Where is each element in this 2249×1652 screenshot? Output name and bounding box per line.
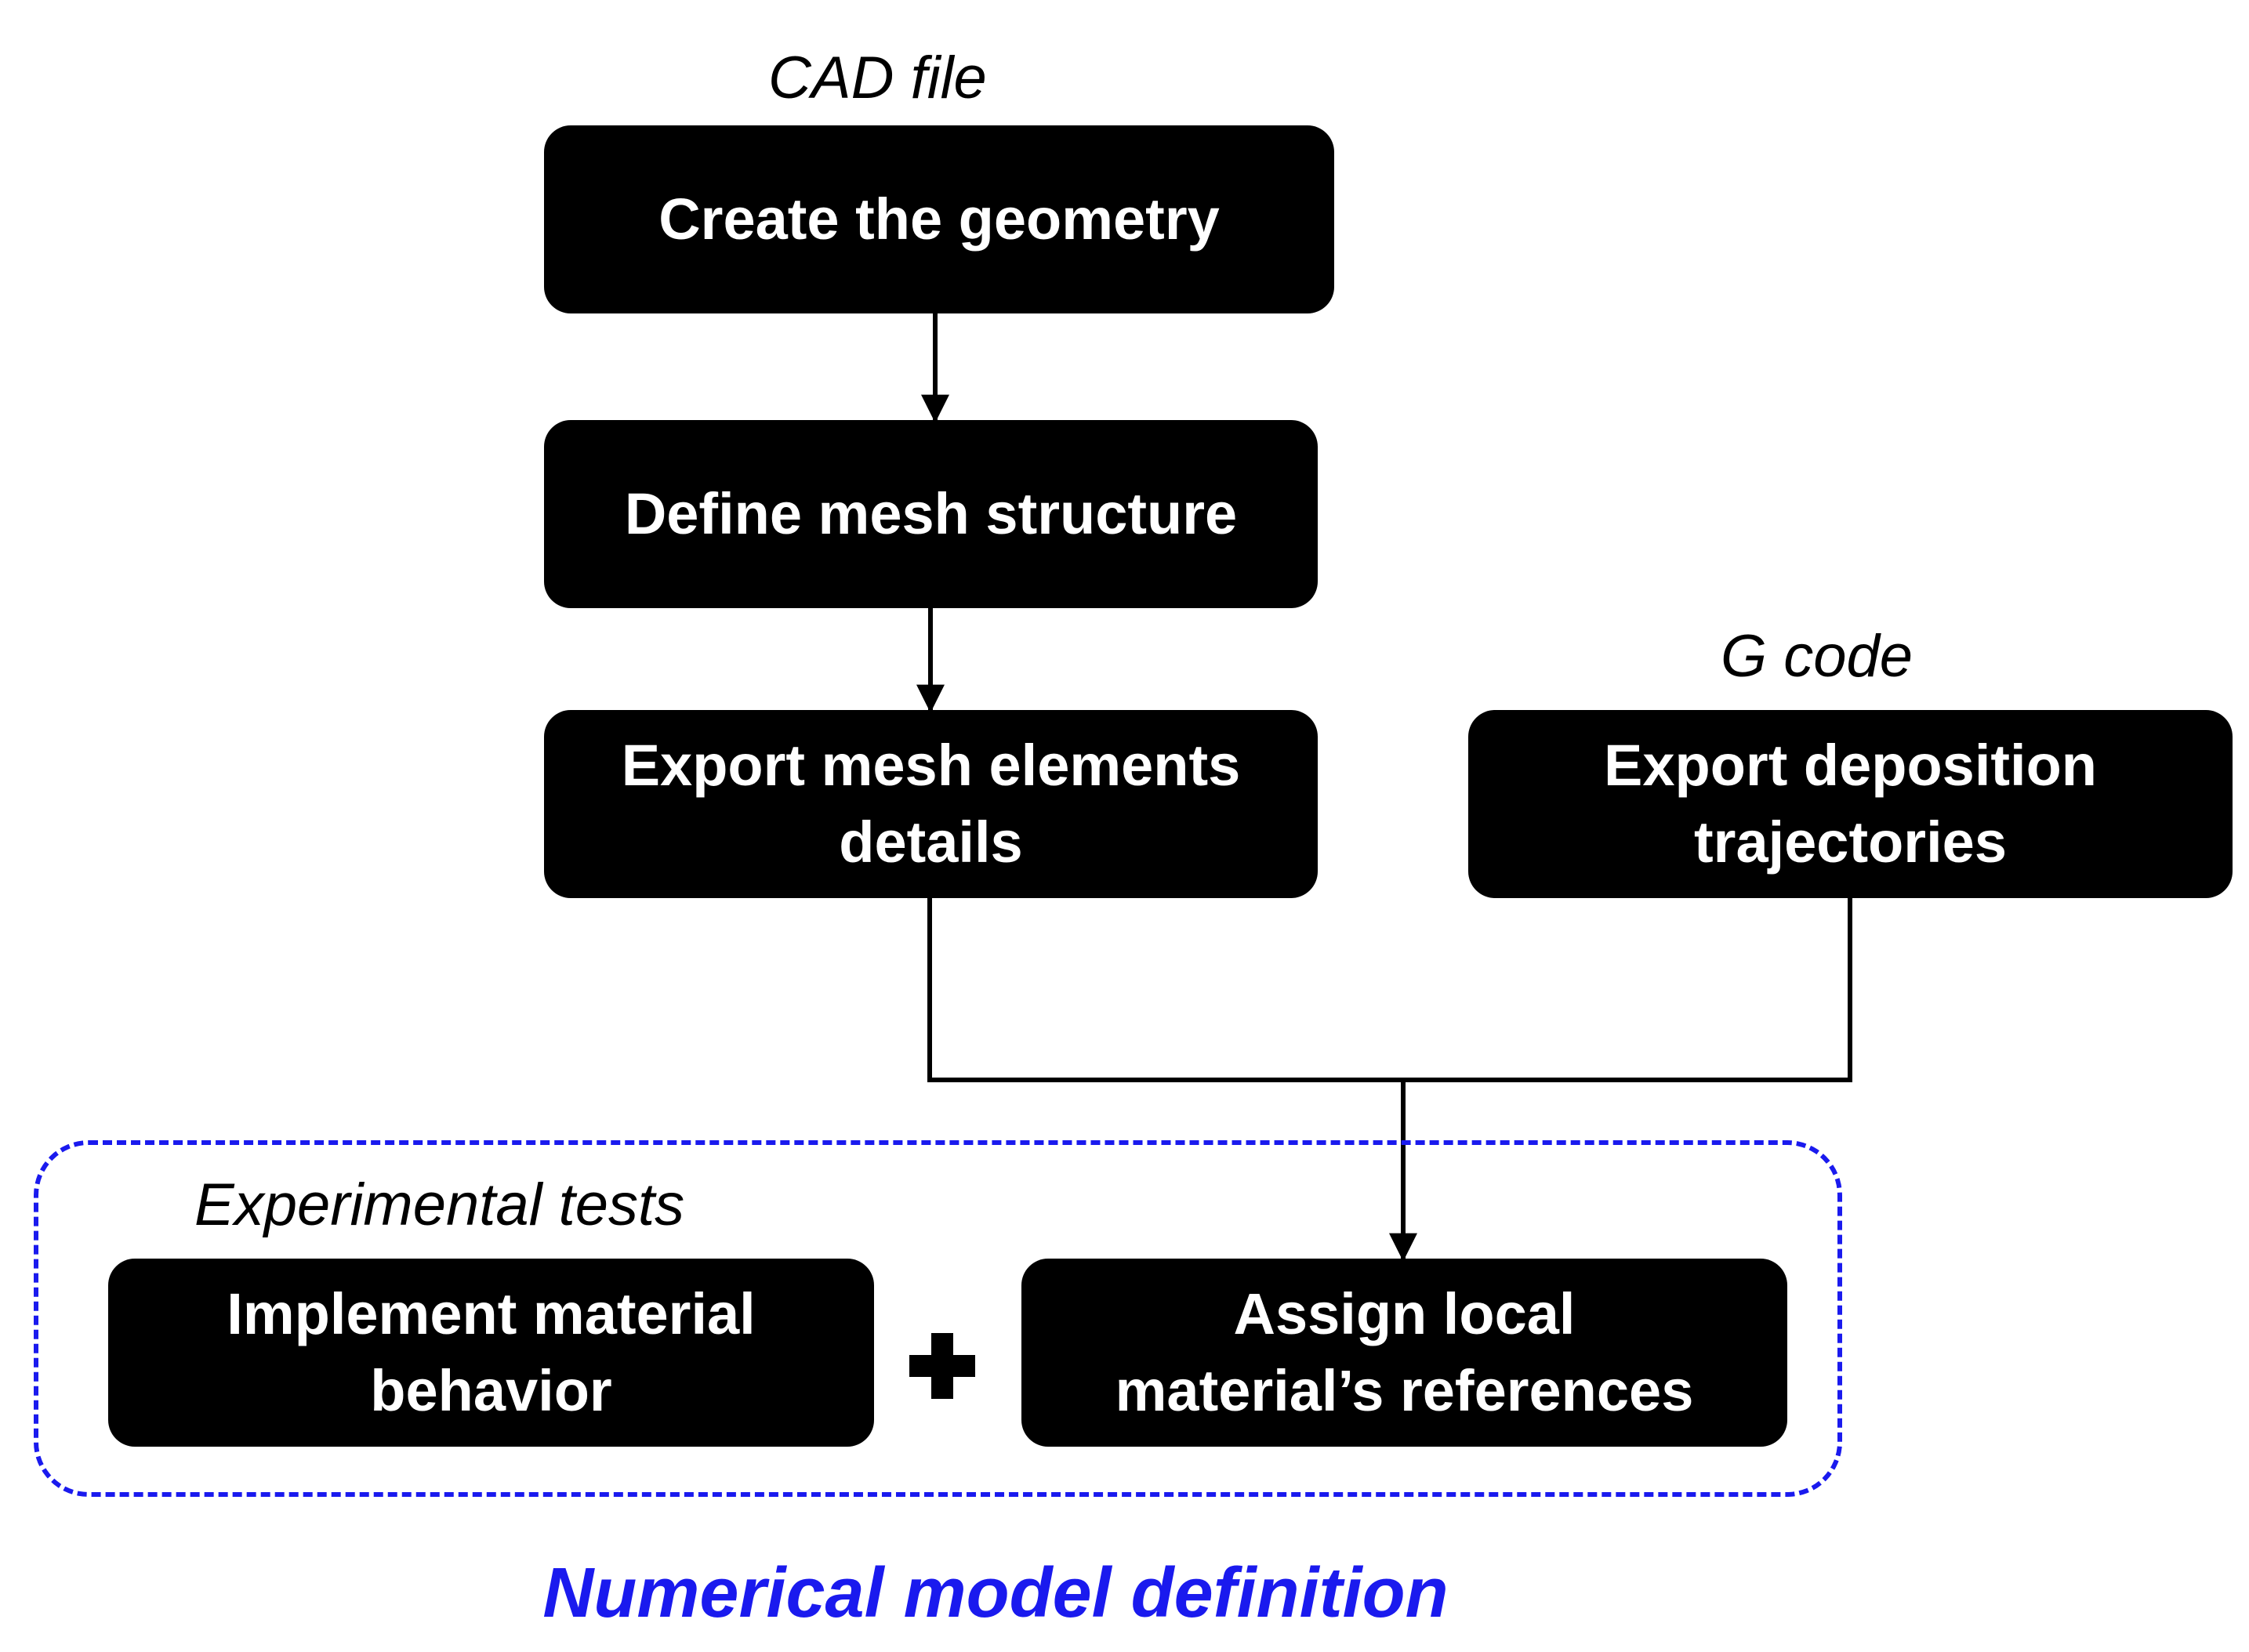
experimental-tests-label: Experimental tests [194,1172,685,1238]
g-code-label: G code [1721,623,1913,690]
numerical-model-group-frame [34,1140,1842,1497]
numerical-model-definition-title: Numerical model definition [542,1554,1449,1632]
create-geometry-box: Create the geometry [544,125,1334,313]
cad-file-label: CAD file [768,45,987,111]
define-mesh-box: Define mesh structure [544,420,1318,608]
connector-export-mesh-to-junction [927,898,1403,1082]
plus-icon [903,1327,981,1405]
export-mesh-box: Export mesh elements details [544,710,1318,898]
assign-local-box: Assign local material’s references [1021,1259,1787,1447]
export-deposition-box: Export deposition trajectories [1468,710,2233,898]
implement-material-box: Implement material behavior [108,1259,874,1447]
connector-deposition-to-junction [1403,898,1852,1082]
